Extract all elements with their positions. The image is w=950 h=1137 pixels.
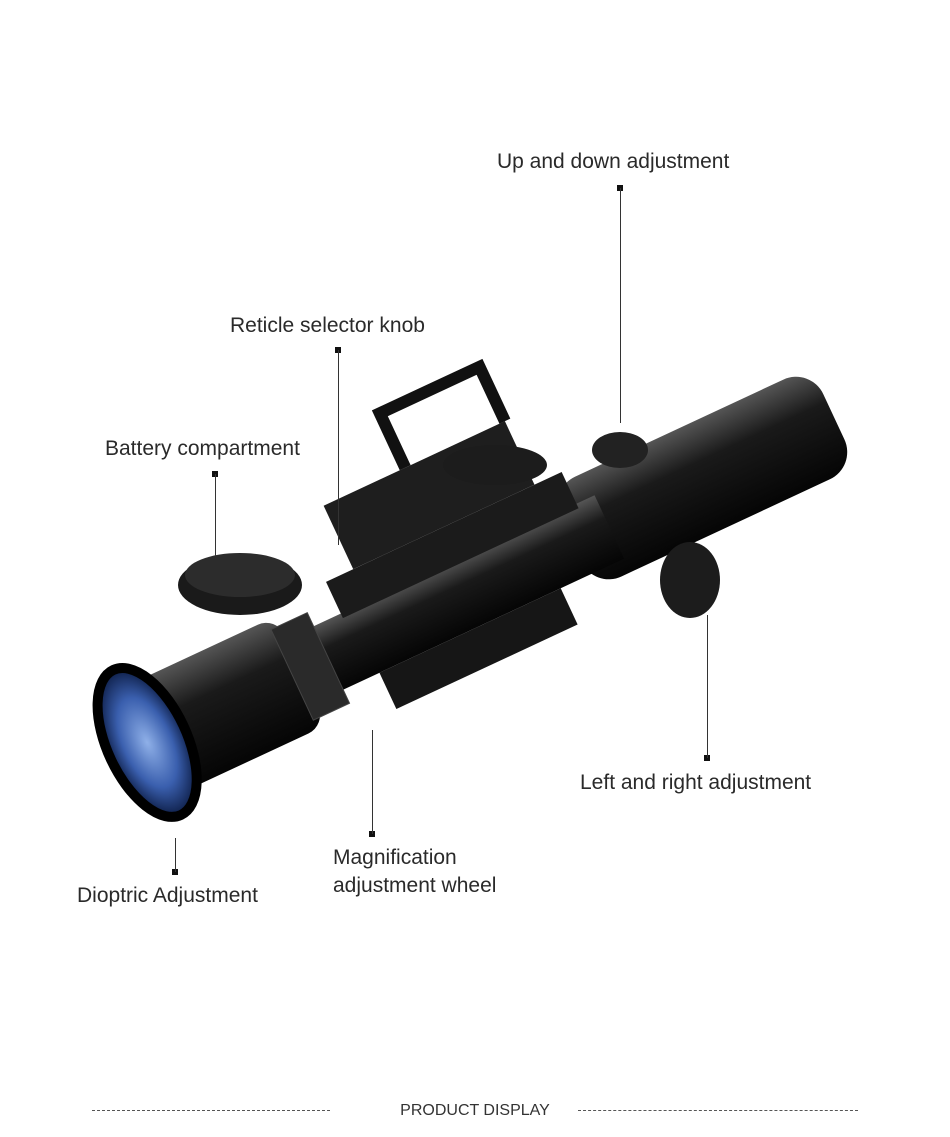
leader-line <box>175 838 176 872</box>
footer-divider-left <box>92 1110 330 1111</box>
red-dot-dial <box>443 445 547 485</box>
leader-marker <box>172 869 178 875</box>
leader-marker <box>704 755 710 761</box>
main-tube <box>250 495 625 720</box>
callout-dioptric-adjustment: Dioptric Adjustment <box>77 884 258 907</box>
leader-line <box>707 615 708 758</box>
objective-tube <box>557 376 848 580</box>
windage-knob <box>660 542 720 618</box>
elevation-knob <box>592 432 648 468</box>
magnification-wheel <box>270 611 351 721</box>
callout-reticle-selector-knob: Reticle selector knob <box>230 314 425 337</box>
mount-rail <box>379 588 578 710</box>
callout-up-down-adjustment: Up and down adjustment <box>497 150 730 173</box>
leader-line <box>620 188 621 423</box>
ocular-lens <box>92 663 202 822</box>
footer-divider-right <box>578 1110 858 1111</box>
leader-line <box>372 730 373 834</box>
callout-battery-compartment: Battery compartment <box>105 437 300 460</box>
callout-magnification-line2: adjustment wheel <box>333 874 497 897</box>
callout-left-right-adjustment: Left and right adjustment <box>580 771 812 794</box>
leader-line <box>338 350 339 545</box>
leader-line <box>215 474 216 556</box>
callout-magnification-line1: Magnification <box>333 846 457 869</box>
leader-marker <box>369 831 375 837</box>
picatinny-rail <box>326 471 579 619</box>
footer-title: PRODUCT DISPLAY <box>400 1102 550 1119</box>
